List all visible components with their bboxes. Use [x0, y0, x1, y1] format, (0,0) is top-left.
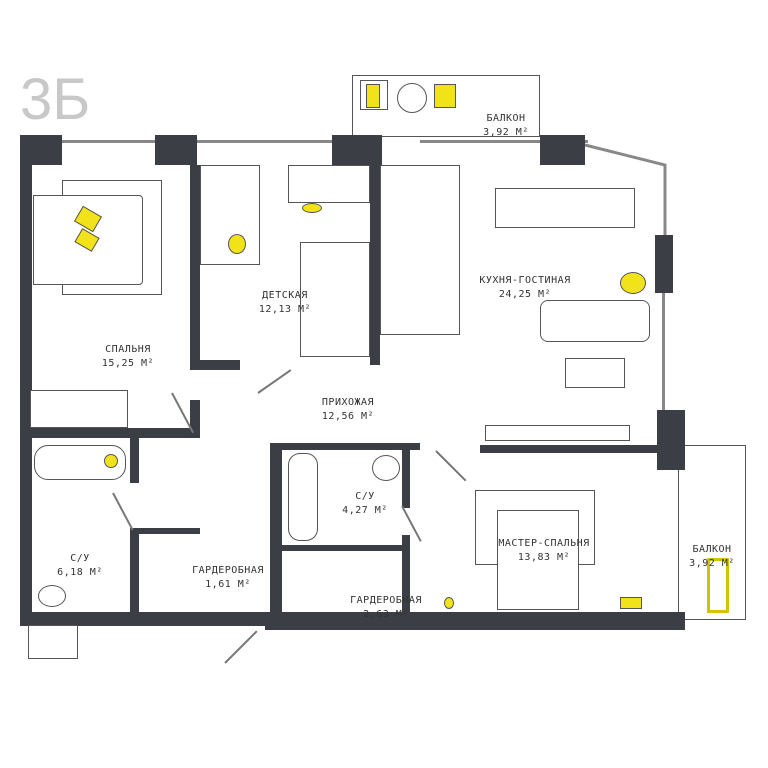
- wall: [20, 428, 200, 438]
- wall: [402, 443, 410, 508]
- toilet: [38, 585, 66, 607]
- wall: [402, 535, 410, 615]
- window: [62, 140, 155, 143]
- tv-stand: [485, 425, 630, 441]
- wall: [130, 438, 139, 483]
- niche: [28, 625, 78, 659]
- master-bed: [497, 510, 579, 610]
- dining-table: [495, 188, 635, 228]
- wall: [270, 443, 282, 615]
- plant-icon: [620, 272, 646, 294]
- window: [420, 140, 540, 143]
- kitchen-counter: [380, 165, 460, 335]
- wall: [270, 443, 420, 450]
- window: [662, 293, 665, 410]
- closet: [300, 242, 370, 357]
- toilet: [372, 455, 400, 481]
- wall: [655, 235, 673, 293]
- wall: [130, 528, 200, 534]
- chair-icon: [302, 203, 322, 213]
- lounger: [707, 558, 729, 613]
- window: [197, 140, 332, 143]
- wall: [657, 410, 685, 470]
- wall: [130, 528, 139, 616]
- coffee-table: [565, 358, 625, 388]
- balcony-chair-icon: [366, 84, 380, 108]
- plan-title: 3Б: [20, 67, 91, 132]
- wall: [370, 165, 380, 365]
- bathtub: [288, 453, 318, 541]
- basket-icon: [620, 597, 642, 609]
- wall: [190, 360, 240, 370]
- duck-icon: [104, 454, 118, 468]
- wall: [480, 445, 660, 453]
- wall: [155, 135, 197, 165]
- wardrobe: [30, 390, 128, 428]
- balcony-chair-icon: [434, 84, 456, 108]
- wall: [190, 400, 200, 438]
- balcony-table: [397, 83, 427, 113]
- window: [585, 140, 588, 143]
- wall: [265, 612, 685, 630]
- wall: [282, 545, 410, 551]
- slippers-icon: [444, 597, 454, 609]
- spacer: [300, 355, 370, 365]
- wall: [20, 135, 32, 625]
- wall: [190, 165, 200, 370]
- wall: [332, 135, 382, 165]
- desk: [288, 165, 370, 203]
- wall: [540, 135, 585, 165]
- wall: [20, 612, 270, 626]
- toy-icon: [228, 234, 246, 254]
- sofa: [540, 300, 650, 342]
